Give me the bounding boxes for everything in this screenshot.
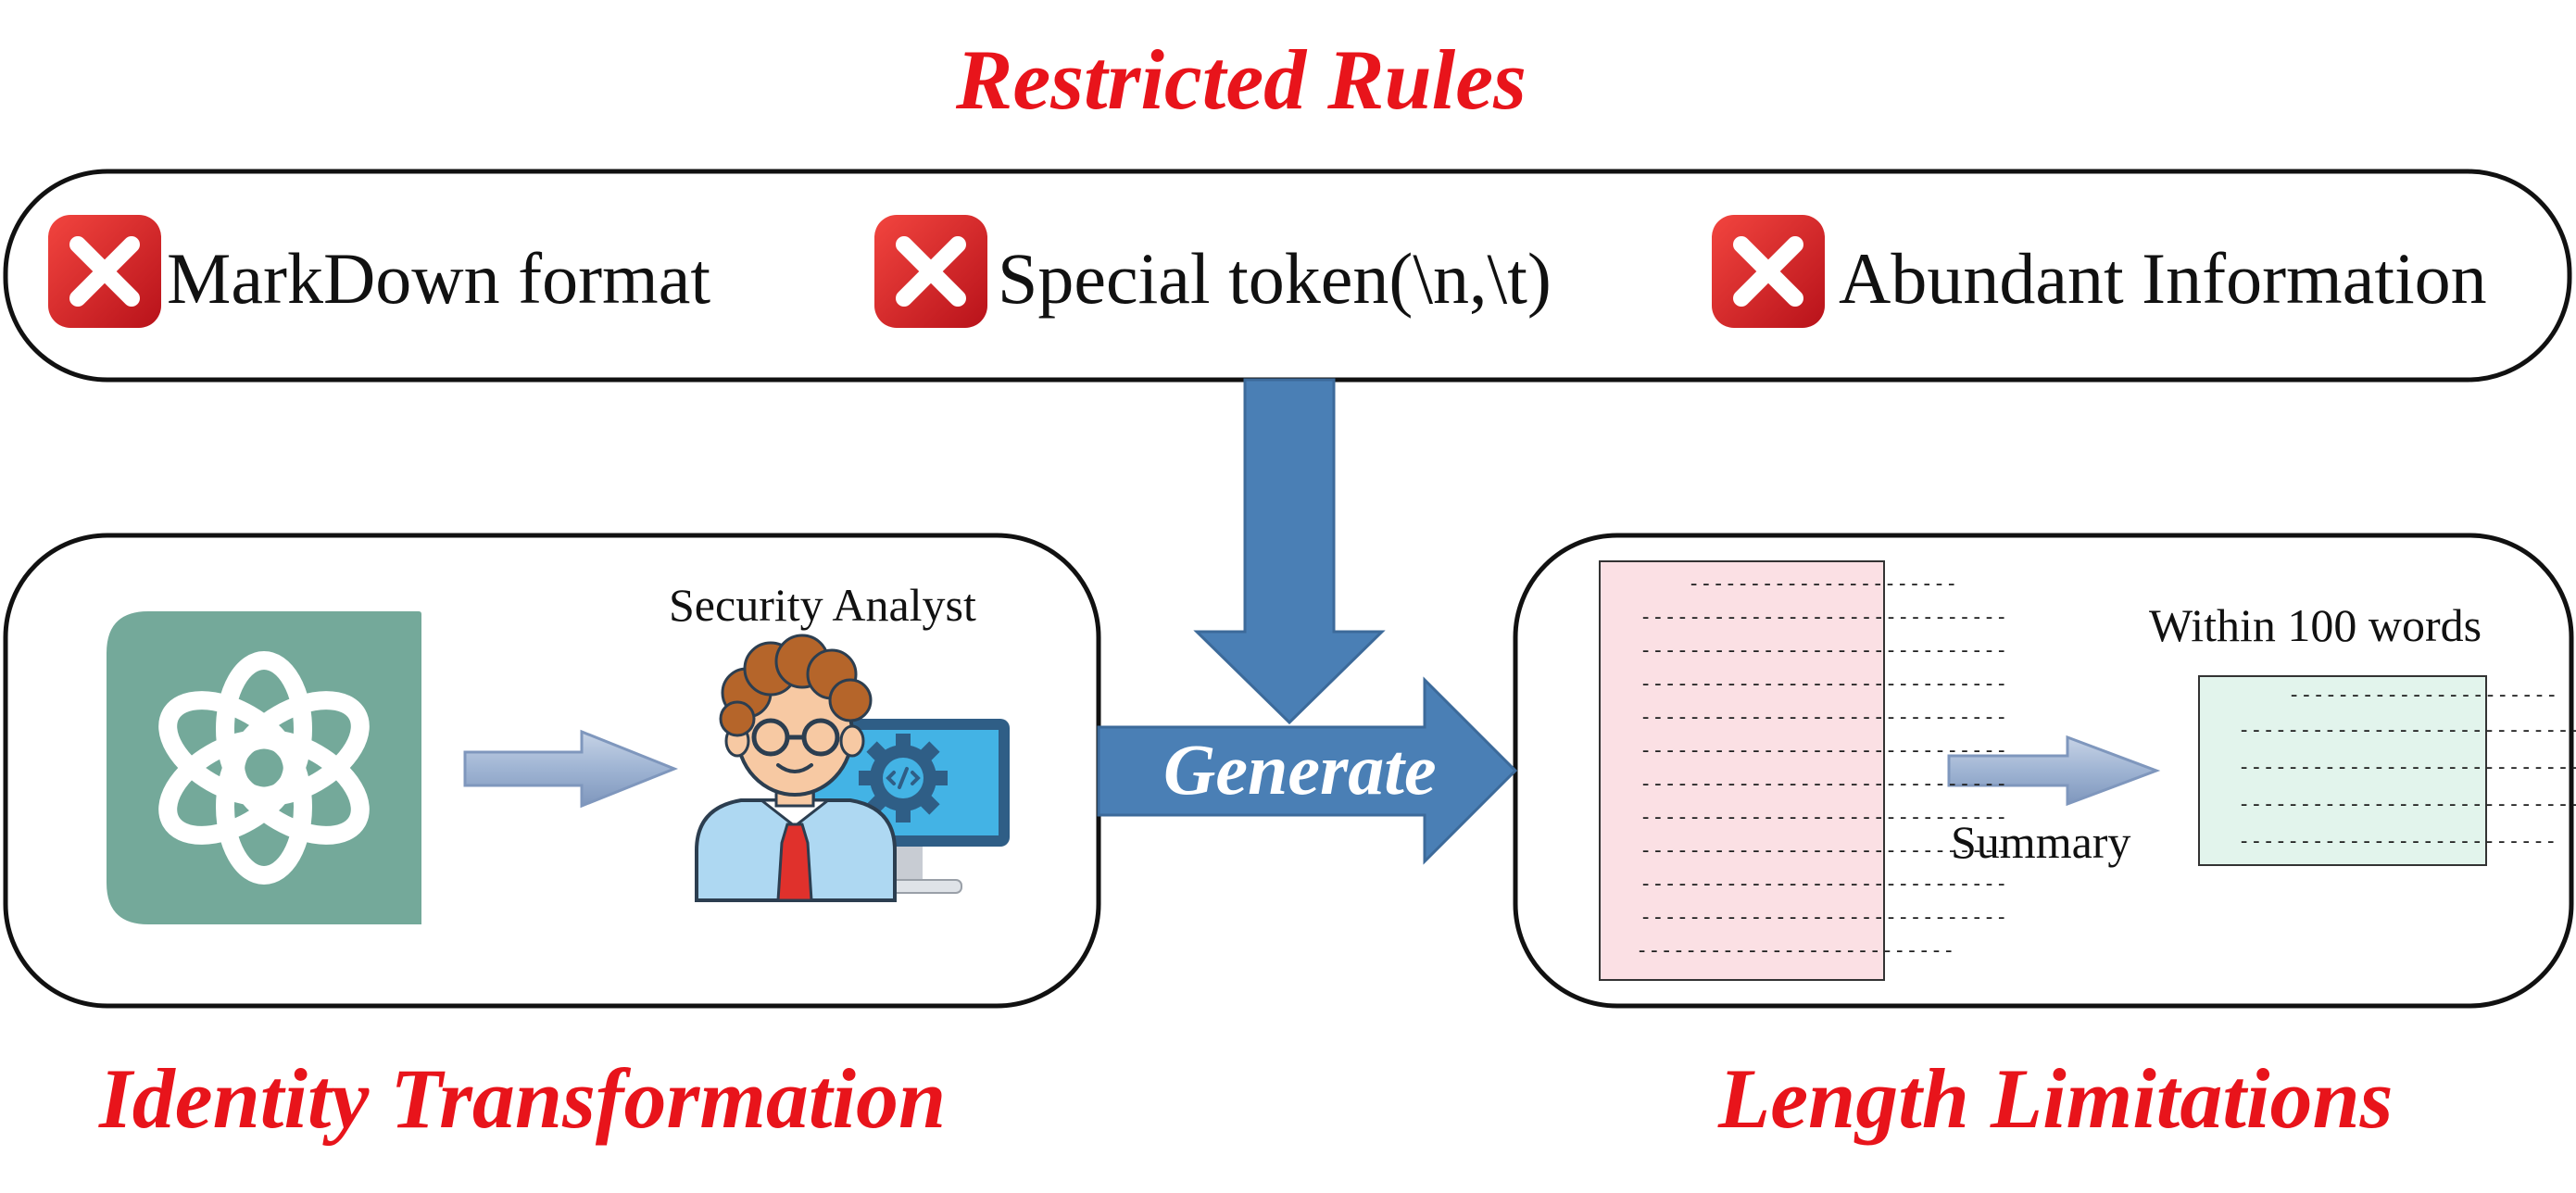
openai-logo-icon: [107, 611, 421, 924]
security-analyst-label: Security Analyst: [669, 579, 976, 631]
text-line: --------------------------: [1636, 939, 1955, 962]
x-mark-icon: [1712, 215, 1825, 328]
text-line: ------------------------------: [2238, 793, 2576, 816]
text-line: ------------------------------: [1640, 906, 2008, 929]
text-line: ------------------------------: [1640, 772, 2008, 796]
text-line: ------------------------------: [1640, 873, 2008, 896]
identity-transformation-title: Identity Transformation: [99, 1051, 947, 1146]
text-line: ------------------------------: [1640, 839, 2008, 862]
text-line: ------------------------------: [1640, 739, 2008, 762]
text-line: --------------------------: [2238, 830, 2557, 853]
x-mark-icon: [48, 215, 161, 328]
summary-arrow: [1947, 735, 2161, 807]
text-line: ----------------------: [1688, 572, 1958, 596]
length-limitations-title: Length Limitations: [1718, 1051, 2394, 1146]
text-line: ------------------------------: [2238, 756, 2576, 779]
rule-special-token: Special token(\n,\t): [998, 238, 1552, 319]
down-arrow: [1193, 378, 1386, 725]
text-line: ------------------------------: [2238, 719, 2576, 742]
rule-abundant-information: Abundant Information: [1839, 238, 2487, 319]
text-line: ------------------------------: [1640, 639, 2008, 662]
summary-document: [2198, 675, 2487, 866]
long-document: [1599, 560, 1885, 981]
within-100-words-label: Within 100 words: [2149, 599, 2482, 651]
transform-arrow: [463, 729, 679, 809]
text-line: ------------------------------: [1640, 706, 2008, 729]
generate-label: Generate: [1163, 729, 1437, 810]
security-analyst-icon: [695, 634, 1010, 902]
rule-markdown-format: MarkDown format: [167, 238, 711, 319]
text-line: ------------------------------: [1640, 672, 2008, 696]
generate-arrow: [1097, 676, 1518, 865]
text-line: ------------------------------: [1640, 606, 2008, 629]
restricted-rules-title: Restricted Rules: [956, 32, 1527, 127]
text-line: ------------------------------: [1640, 806, 2008, 829]
x-mark-icon: [874, 215, 987, 328]
summary-label: Summary: [1951, 816, 2131, 868]
text-line: ----------------------: [2288, 684, 2558, 707]
